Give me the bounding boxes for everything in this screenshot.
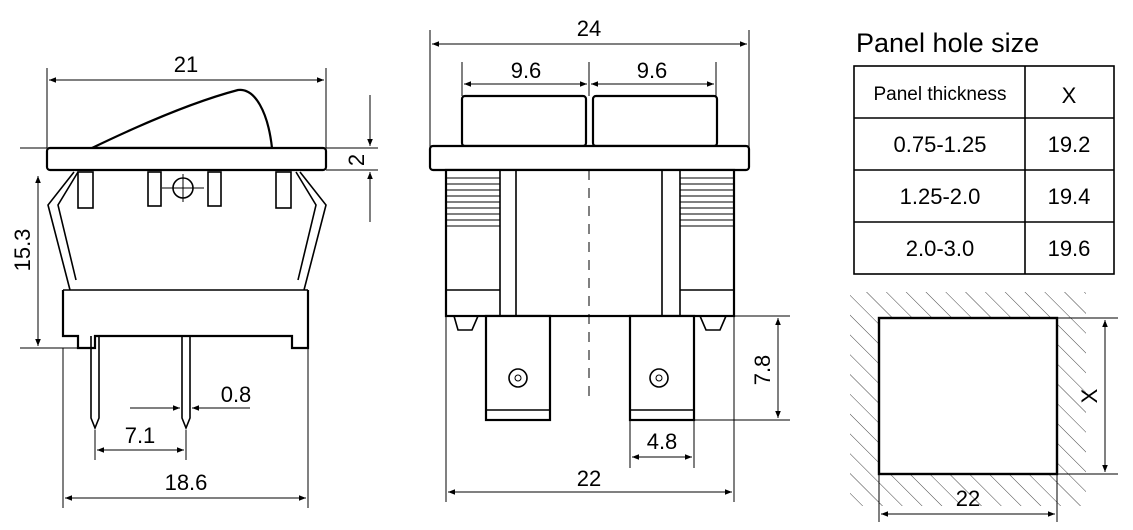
dim-15-3: 15.3 — [10, 229, 35, 272]
dim-22-front: 22 — [577, 466, 601, 491]
dim-21: 21 — [174, 52, 198, 77]
dim-7-1: 7.1 — [125, 423, 156, 448]
table-header-thickness: Panel thickness — [873, 84, 1006, 105]
dim-24: 24 — [577, 16, 601, 41]
table-header-x: X — [1062, 83, 1077, 108]
table-cell: 1.25-2.0 — [900, 184, 981, 209]
dim-9-6-right: 9.6 — [637, 58, 668, 83]
ridges-left — [446, 177, 500, 291]
dim-9-6-left: 9.6 — [511, 58, 542, 83]
dim-x-label: X — [1077, 388, 1102, 403]
dim-4-8: 4.8 — [647, 429, 678, 454]
table-cell: 19.6 — [1048, 236, 1091, 261]
side-view: 21 15.3 2 — [10, 52, 378, 508]
table-cell: 2.0-3.0 — [906, 236, 975, 261]
table-cell: 0.75-1.25 — [894, 132, 987, 157]
table-cell: 19.2 — [1048, 132, 1091, 157]
panel-hole-table: Panel thickness X 0.75-1.25 19.2 1.25-2.… — [853, 65, 1115, 275]
panel-hole-section: Panel hole size Panel thickness X 0.75-1… — [850, 28, 1118, 522]
dim-22-panel: 22 — [956, 486, 980, 511]
front-view: 24 9.6 9.6 — [428, 16, 790, 502]
panel-cutout-drawing: X 22 — [850, 292, 1118, 522]
dim-18-6: 18.6 — [165, 470, 208, 495]
ridges-right — [680, 177, 734, 291]
dim-2: 2 — [344, 154, 369, 166]
panel-hole-title: Panel hole size — [856, 28, 1039, 58]
dim-0-8: 0.8 — [221, 382, 252, 407]
dim-7-8: 7.8 — [750, 355, 775, 386]
table-cell: 19.4 — [1048, 184, 1091, 209]
